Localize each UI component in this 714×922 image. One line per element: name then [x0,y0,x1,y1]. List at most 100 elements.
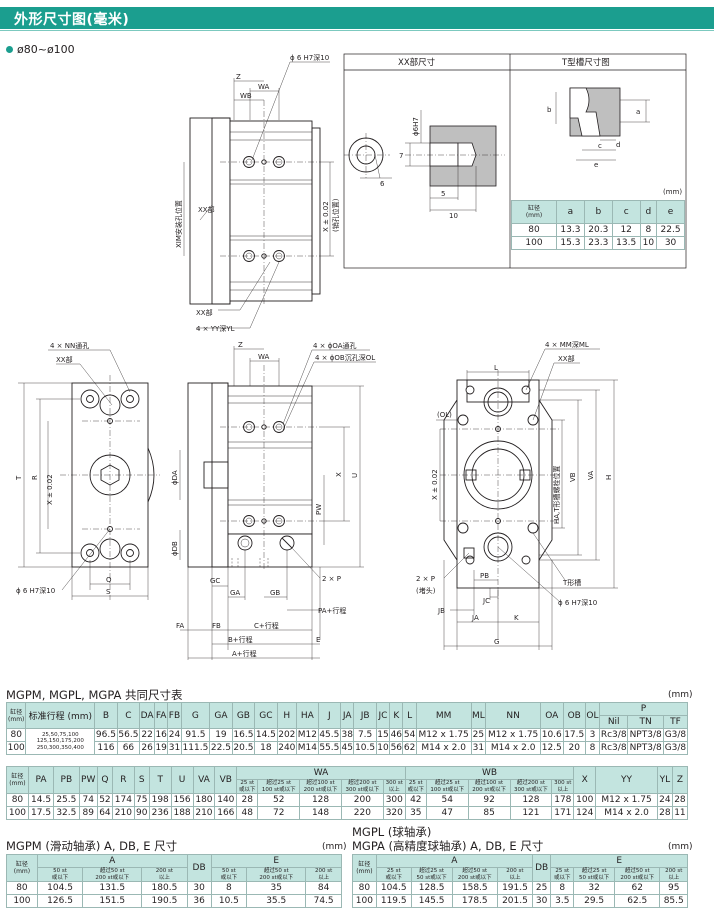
table-cell: 10.6 [540,728,564,742]
table-cell: 166 [214,806,238,820]
xx-h7-label: ϕ6H7 [412,117,420,136]
table-cell: 45.5 [317,728,342,742]
t-slot-header-d: d [639,200,658,224]
top-wa-label: WA [258,83,270,91]
table-cell: 12.5 [540,741,564,755]
mid-oa-label: 4 × ϕOA通孔 [313,341,357,350]
right-h-label: H [605,475,613,480]
right-xtol-label: X ± 0.02 [431,469,439,500]
t-unit: (mm) [663,188,682,196]
table-cell: 19 [209,728,233,742]
table-cell: 320 [382,806,406,820]
header-0: 缸径(mm) [6,766,29,794]
table-cell: 85 [467,806,511,820]
header-p-sub: TF [662,715,689,729]
table-cell: 56 [389,741,404,755]
table-cell: 119.5 [375,894,412,908]
mid-db-label: ϕDB [171,541,179,556]
right-view: L 4 × MM深ML XX部 (OL) X ± 0.02 HA,T形槽螺栓位置… [416,340,618,650]
header-db: DB [531,854,552,882]
table-cell: 10.5 [210,894,248,908]
right-va-label: VA [587,471,595,480]
top-yy-label: 4 × YY深YL [196,324,235,333]
table-cell: G3/8 [662,741,689,755]
header-a: A [375,854,533,868]
xx-d7-label: 7 [399,152,403,160]
table-cell: 116 [94,741,118,755]
header-20: ML [470,702,487,729]
table-cell: 55.5 [317,741,342,755]
table-cell: 188 [170,806,194,820]
mid-pa-label: PA+行程 [318,606,346,615]
table-cell: 190.5 [141,894,188,908]
table-cell: 300 [382,793,406,807]
header-4: Q [96,766,113,794]
header-1: 标准行程 (mm) [25,702,96,729]
table-cell: 38 [340,728,355,742]
table-cell: M14 x 2.0 [485,741,542,755]
header-9: GB [231,702,256,729]
header-13: J [317,702,342,729]
mid-b-label: B+行程 [228,635,253,644]
table-cell: 24 [656,793,673,807]
bore-range-text: ø80~ø100 [17,43,75,56]
table-cell: 75 [133,793,150,807]
header-p-sub: Nil [598,715,629,729]
table-cell: 80 [352,881,377,895]
table-cell: 100 [5,741,27,755]
t-slot-header-c: c [611,200,641,224]
xx-detail-title: XX部尺寸 [398,57,436,68]
header-13: X [573,766,597,794]
table-cell: 14.5 [254,728,278,742]
header-3: PW [78,766,98,794]
left-nn-label: 4 × NN通孔 [50,341,89,350]
header-9: VA [192,766,216,794]
table-cell: 140 [214,793,238,807]
right-g-label: G [494,638,499,646]
bore-range: ø80~ø100 [6,43,75,56]
table-cell: 80 [6,881,38,895]
middle-view: Z WA 4 × ϕOA通孔 4 × ϕOB沉孔深OL ϕDA ϕDB X U … [171,341,376,660]
table-cell: 171 [551,806,575,820]
t-b-label: b [547,106,552,114]
header-p: P [598,702,689,716]
right-k-label: K [514,614,519,622]
header-1: PA [27,766,55,794]
table-cell: 10.5 [353,741,377,755]
table3-unit: (mm) [322,842,347,852]
table-cell: 84 [305,881,342,895]
table-cell: 91.5 [180,728,211,742]
xx-d10-label: 10 [449,212,458,220]
table-cell: M14 [296,741,319,755]
header-7: G [180,702,211,729]
table-cell: 17.5 [27,806,55,820]
table-cell: 148 [299,806,342,820]
table-cell: 156 [170,793,194,807]
mid-fb-label: FB [212,622,221,630]
table-cell: 124 [573,806,597,820]
table-cell: 25 [470,728,487,742]
mid-wa-label: WA [258,353,270,361]
top-z-label: Z [236,73,241,81]
table-cell: 62 [402,741,417,755]
table-cell: 100 [6,894,38,908]
table-cell: 31 [167,741,182,755]
right-ha-label: HA,T形槽螺栓位置 [552,465,561,524]
table-cell: 25.5 [53,793,80,807]
table-cell: 19 [154,741,169,755]
table-cell: M14 x 2.0 [415,741,472,755]
